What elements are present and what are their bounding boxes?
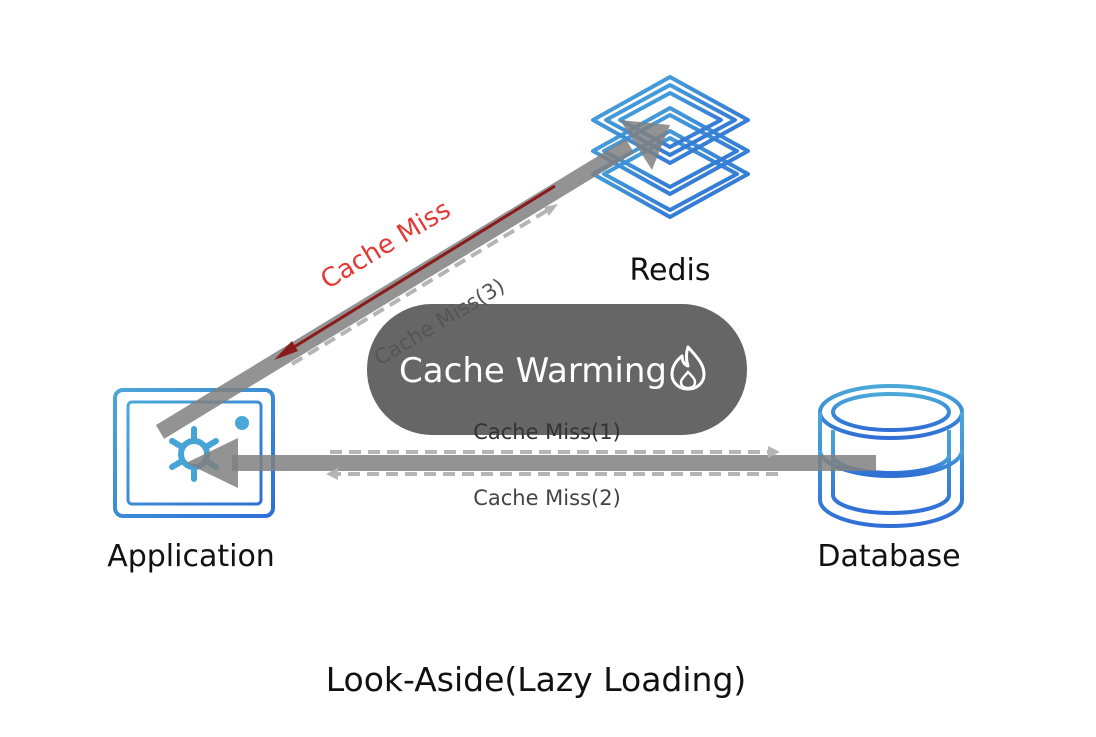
database-icon — [818, 384, 964, 528]
cache-miss-1-label: Cache Miss(1) — [473, 420, 621, 444]
dashed-arrow-cache-miss-2 — [326, 468, 778, 480]
request-arrow-app-to-redis — [155, 120, 670, 439]
redis-label: Redis — [630, 253, 711, 288]
database-label: Database — [817, 539, 960, 574]
diagram-title: Look-Aside(Lazy Loading) — [326, 660, 747, 699]
status-dot-icon — [235, 416, 249, 430]
dashed-arrow-cache-miss-3 — [290, 204, 558, 366]
cache-warming-label: Cache Warming — [399, 351, 667, 391]
cache-warming-badge: Cache Warming — [367, 304, 747, 435]
red-arrow-cache-miss — [274, 184, 556, 360]
dashed-arrow-cache-miss-1 — [330, 446, 780, 458]
cache-miss-label: Cache Miss — [316, 195, 456, 296]
fire-icon — [670, 345, 706, 391]
application-label: Application — [107, 539, 275, 574]
cache-miss-2-label: Cache Miss(2) — [473, 486, 621, 510]
response-arrow-db-to-app — [186, 438, 876, 488]
